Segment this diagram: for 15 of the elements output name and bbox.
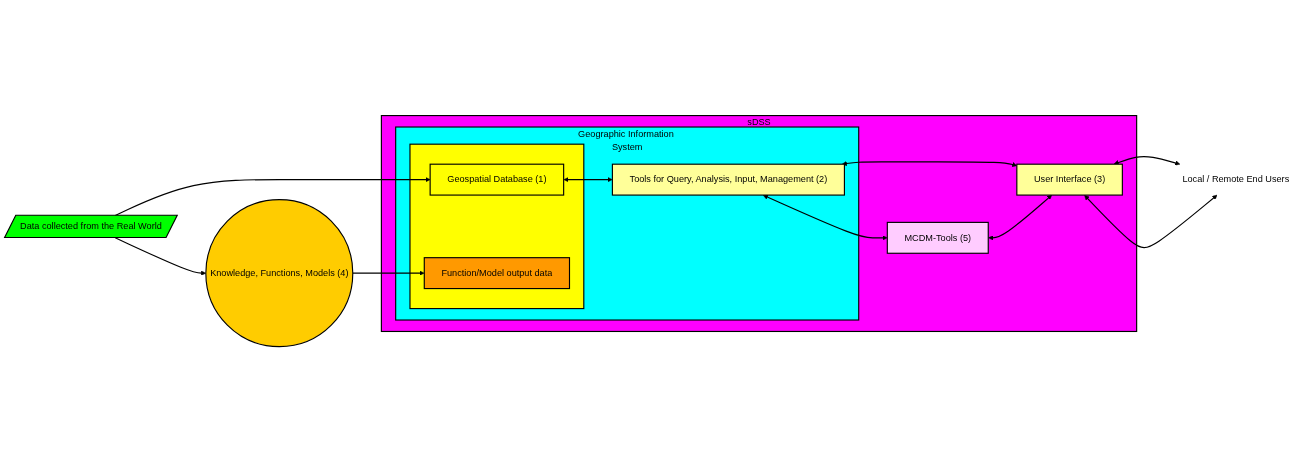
- node-box: Geospatial Database (1): [429, 164, 565, 197]
- arrow: [1113, 156, 1181, 166]
- node-circle: Knowledge, Functions, Models (4): [205, 199, 354, 348]
- arrow: [841, 161, 1018, 168]
- arrow: [988, 195, 1052, 241]
- arrow: [762, 195, 888, 241]
- cluster: [409, 144, 585, 310]
- node-box: Function/Model output data: [423, 257, 571, 290]
- arrow: [1084, 195, 1218, 249]
- node-box: MCDM-Tools (5): [886, 222, 989, 255]
- node-box: Tools for Query, Analysis, Input, Management (2): [611, 164, 845, 197]
- node-box: User Interface (3): [1016, 164, 1123, 197]
- arrow: [563, 177, 613, 183]
- arrow: [352, 271, 425, 277]
- node-text: Local / Remote End Users: [1182, 174, 1290, 185]
